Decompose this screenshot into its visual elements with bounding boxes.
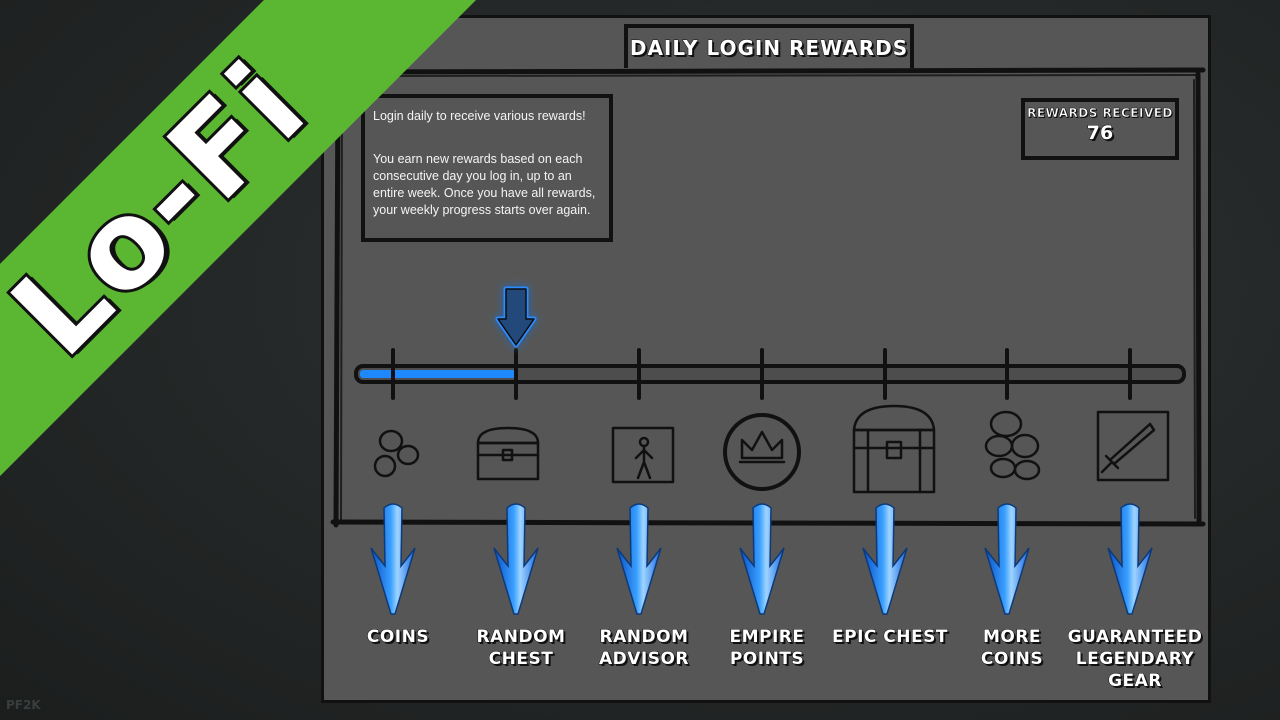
reward-arrow-icon xyxy=(370,503,416,615)
sword-icon xyxy=(1096,410,1170,482)
reward-label: EMPIRE POINTS xyxy=(729,627,805,670)
info-box: Login daily to receive various rewards! … xyxy=(361,94,613,242)
reward-label: COINS xyxy=(366,627,430,648)
coins-icon xyxy=(373,429,420,478)
reward-arrow-icon xyxy=(862,503,908,615)
panel-title: DAILY LOGIN REWARDS xyxy=(629,36,909,61)
reward-arrow-icon xyxy=(493,503,539,615)
watermark: PF2K xyxy=(6,698,41,712)
reward-label: RANDOM ADVISOR xyxy=(598,627,690,670)
more-coins-icon xyxy=(984,410,1041,481)
reward-label: EPIC CHEST xyxy=(832,627,948,648)
reward-label: GUARANTEED LEGENDARY GEAR xyxy=(1067,627,1203,692)
rewards-received-value: 76 xyxy=(1086,122,1114,145)
reward-arrow-icon xyxy=(616,503,662,615)
reward-arrow-icon xyxy=(1107,503,1153,615)
chest-icon xyxy=(476,426,540,481)
progress-fill xyxy=(360,370,516,378)
info-line-1: Login daily to receive various rewards! xyxy=(373,109,586,123)
reward-label: MORE COINS xyxy=(980,627,1044,670)
info-line-2: You earn new rewards based on each conse… xyxy=(373,152,596,217)
rewards-received-label: REWARDS RECEIVED xyxy=(1027,106,1173,121)
epic-chest-icon xyxy=(852,404,936,494)
reward-label: RANDOM CHEST xyxy=(476,627,566,670)
current-day-marker-icon xyxy=(495,286,537,348)
reward-arrow-icon xyxy=(739,503,785,615)
rewards-received-box: REWARDS RECEIVED 76 xyxy=(1021,98,1179,160)
panel-title-tab: DAILY LOGIN REWARDS xyxy=(624,24,914,68)
crown-icon xyxy=(723,413,801,491)
progress-track-bar xyxy=(354,364,1186,384)
advisor-icon xyxy=(611,426,675,484)
reward-arrow-icon xyxy=(984,503,1030,615)
